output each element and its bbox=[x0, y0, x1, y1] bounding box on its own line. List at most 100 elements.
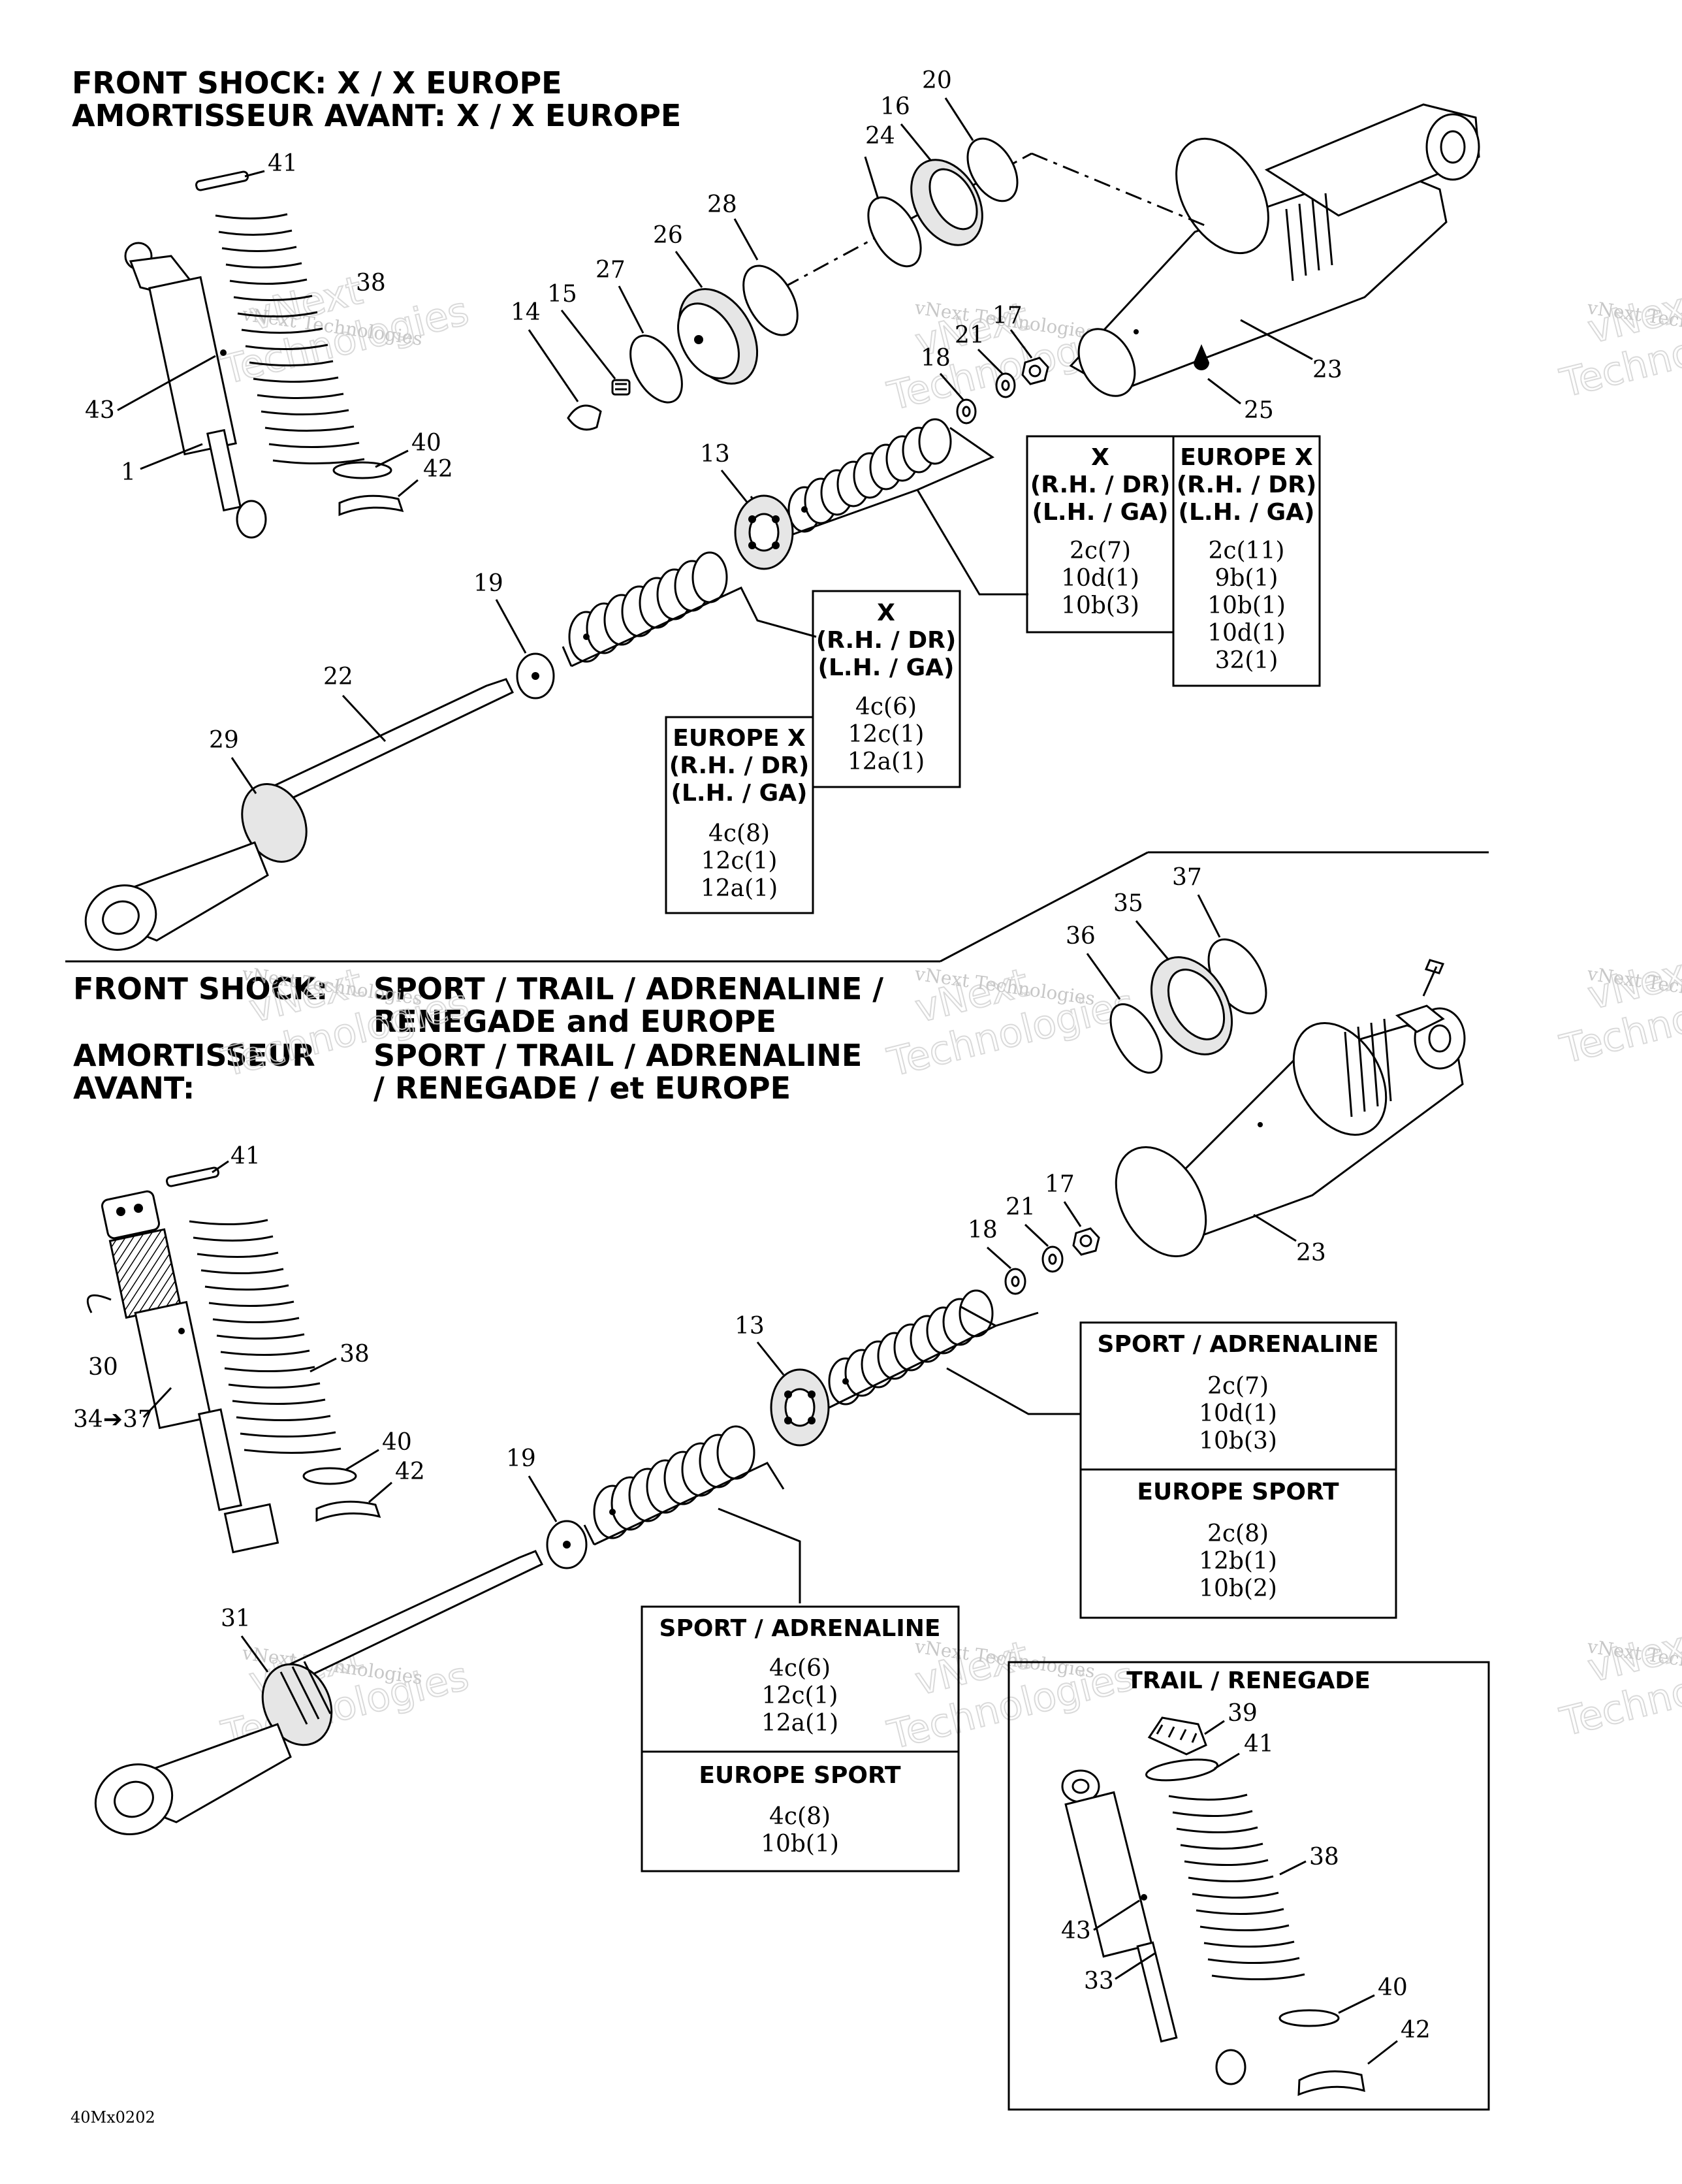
o-ring-24-top bbox=[867, 196, 922, 268]
callout-34-37: 34➔37 bbox=[73, 1406, 153, 1433]
callout-40: 40 bbox=[411, 430, 441, 457]
washer-18-bottom bbox=[1004, 1268, 1026, 1295]
svg-text:10b(1): 10b(1) bbox=[1207, 592, 1286, 619]
callout-42-b: 42 bbox=[395, 1458, 425, 1485]
svg-text:12b(1): 12b(1) bbox=[1199, 1548, 1277, 1575]
table-top-lower-x: X (R.H. / DR) (L.H. / GA) 4c(6) 12c(1) 1… bbox=[812, 590, 961, 788]
callout-41-tr: 41 bbox=[1244, 1731, 1274, 1758]
heading-bottom-en-label: FRONT SHOCK: bbox=[73, 971, 328, 1006]
svg-text:32(1): 32(1) bbox=[1215, 647, 1278, 674]
heading-top-en: FRONT SHOCK: X / X EUROPE bbox=[72, 65, 562, 101]
washer-19-top bbox=[516, 652, 555, 699]
bearing-cap-16-top bbox=[910, 159, 983, 246]
callout-21: 21 bbox=[955, 322, 985, 349]
callout-41: 41 bbox=[268, 150, 298, 177]
svg-text:(R.H. / DR): (R.H. / DR) bbox=[1030, 472, 1171, 498]
shock-body-23-top bbox=[1069, 103, 1480, 397]
shim-stack-upper-top bbox=[787, 418, 952, 533]
callouts-bottom: 37 35 36 41 30 34➔37 38 40 42 17 21 18 2… bbox=[73, 864, 1326, 1673]
callout-29: 29 bbox=[209, 727, 239, 754]
callout-23: 23 bbox=[1312, 357, 1342, 383]
spring-seat-40-42-bottom bbox=[302, 1467, 381, 1522]
callout-31: 31 bbox=[221, 1605, 251, 1632]
svg-text:12c(1): 12c(1) bbox=[848, 721, 925, 748]
panel-trail-title: TRAIL / RENEGADE bbox=[1126, 1667, 1371, 1694]
callout-18-b: 18 bbox=[968, 1217, 998, 1244]
o-ring-36-bottom bbox=[1109, 1003, 1163, 1074]
table-top-upper-europe-x: EUROPE X (R.H. / DR) (L.H. / GA) 2c(11) … bbox=[1172, 435, 1321, 687]
svg-text:(L.H. / GA): (L.H. / GA) bbox=[1179, 499, 1315, 526]
svg-text:(R.H. / DR): (R.H. / DR) bbox=[669, 752, 810, 779]
shock-assembly-small-top bbox=[124, 242, 267, 539]
piston-cap-26-top bbox=[677, 288, 759, 385]
callout-1: 1 bbox=[121, 459, 136, 486]
o-ring-28-top bbox=[742, 265, 799, 336]
svg-text:(L.H. / GA): (L.H. / GA) bbox=[818, 654, 955, 681]
svg-text:(L.H. / GA): (L.H. / GA) bbox=[671, 780, 808, 807]
bracket-lower-top bbox=[562, 586, 817, 667]
svg-text:12a(1): 12a(1) bbox=[701, 875, 778, 902]
heading-bottom-fr-label2: AVANT: bbox=[73, 1070, 195, 1106]
svg-text:10b(2): 10b(2) bbox=[1199, 1575, 1277, 1602]
callout-13-b: 13 bbox=[735, 1313, 765, 1340]
callouts-top: 41 38 43 1 40 42 20 16 24 28 26 27 15 14… bbox=[85, 67, 1342, 794]
svg-text:12a(1): 12a(1) bbox=[761, 1710, 838, 1737]
section-divider bbox=[65, 851, 1489, 963]
svg-text:4c(6): 4c(6) bbox=[769, 1655, 831, 1682]
washer-18-top bbox=[956, 398, 977, 425]
callout-38-b: 38 bbox=[340, 1341, 370, 1368]
retaining-clip-41-top bbox=[195, 170, 249, 191]
shim-stack-lower-bottom bbox=[593, 1425, 755, 1539]
piston-13-bottom bbox=[770, 1368, 830, 1447]
svg-text:10b(3): 10b(3) bbox=[1199, 1428, 1277, 1454]
svg-text:SPORT / ADRENALINE: SPORT / ADRENALINE bbox=[1098, 1331, 1379, 1358]
svg-text:9b(1): 9b(1) bbox=[1215, 565, 1278, 592]
heading-bottom-en-models1: SPORT / TRAIL / ADRENALINE / bbox=[373, 971, 883, 1006]
callout-39: 39 bbox=[1228, 1700, 1258, 1727]
svg-text:EUROPE SPORT: EUROPE SPORT bbox=[699, 1762, 901, 1789]
o-ring-27-top bbox=[629, 334, 683, 404]
shim-stack-lower-top bbox=[568, 551, 728, 663]
shaft-22-top bbox=[84, 678, 515, 951]
callout-27: 27 bbox=[595, 257, 626, 283]
callout-17: 17 bbox=[992, 302, 1023, 329]
spring-small-bottom bbox=[189, 1219, 341, 1454]
spring-small-top bbox=[215, 213, 365, 465]
svg-text:2c(7): 2c(7) bbox=[1070, 538, 1131, 564]
svg-text:EUROPE X: EUROPE X bbox=[1180, 444, 1313, 471]
bracket-upper-bottom bbox=[812, 1305, 1081, 1415]
heading-bottom-fr-models2: / RENEGADE / et EUROPE bbox=[373, 1070, 791, 1106]
svg-text:10b(1): 10b(1) bbox=[761, 1831, 839, 1857]
callout-30: 30 bbox=[88, 1354, 118, 1381]
svg-text:2c(11): 2c(11) bbox=[1209, 538, 1285, 564]
callout-41-b: 41 bbox=[230, 1143, 261, 1170]
shaft-31-bottom bbox=[94, 1550, 544, 1836]
callout-26: 26 bbox=[653, 222, 683, 249]
table-bottom-lower: SPORT / ADRENALINE 4c(6) 12c(1) 12a(1) E… bbox=[641, 1605, 960, 1872]
diagram-code: 40Mx0202 bbox=[71, 2108, 155, 2127]
spring-seat-40-42-top bbox=[332, 461, 404, 517]
callout-28: 28 bbox=[707, 191, 737, 218]
washer-19-bottom bbox=[546, 1520, 588, 1569]
washer-21-bottom bbox=[1041, 1245, 1064, 1273]
shock-assembly-small-bottom bbox=[86, 1190, 279, 1554]
valve-15-top bbox=[611, 379, 631, 396]
callout-40-b: 40 bbox=[382, 1429, 412, 1456]
callout-43-tr: 43 bbox=[1061, 1918, 1091, 1944]
svg-text:2c(7): 2c(7) bbox=[1207, 1373, 1269, 1400]
callout-40-tr: 40 bbox=[1378, 1974, 1408, 2001]
callout-20: 20 bbox=[922, 67, 952, 94]
callout-19-b: 19 bbox=[506, 1445, 536, 1472]
bearing-cap-35-bottom bbox=[1150, 956, 1233, 1055]
svg-text:X: X bbox=[1091, 444, 1109, 471]
callout-25: 25 bbox=[1244, 397, 1274, 424]
callout-21-b: 21 bbox=[1006, 1194, 1036, 1221]
nut-17-top bbox=[1021, 357, 1049, 385]
nut-17-bottom bbox=[1072, 1227, 1100, 1256]
assembly-axis-top bbox=[1031, 152, 1205, 227]
shim-stack-upper-bottom bbox=[828, 1289, 994, 1405]
cap-14-top bbox=[567, 404, 602, 431]
svg-text:10d(1): 10d(1) bbox=[1199, 1400, 1277, 1427]
callout-23-b: 23 bbox=[1296, 1240, 1326, 1266]
